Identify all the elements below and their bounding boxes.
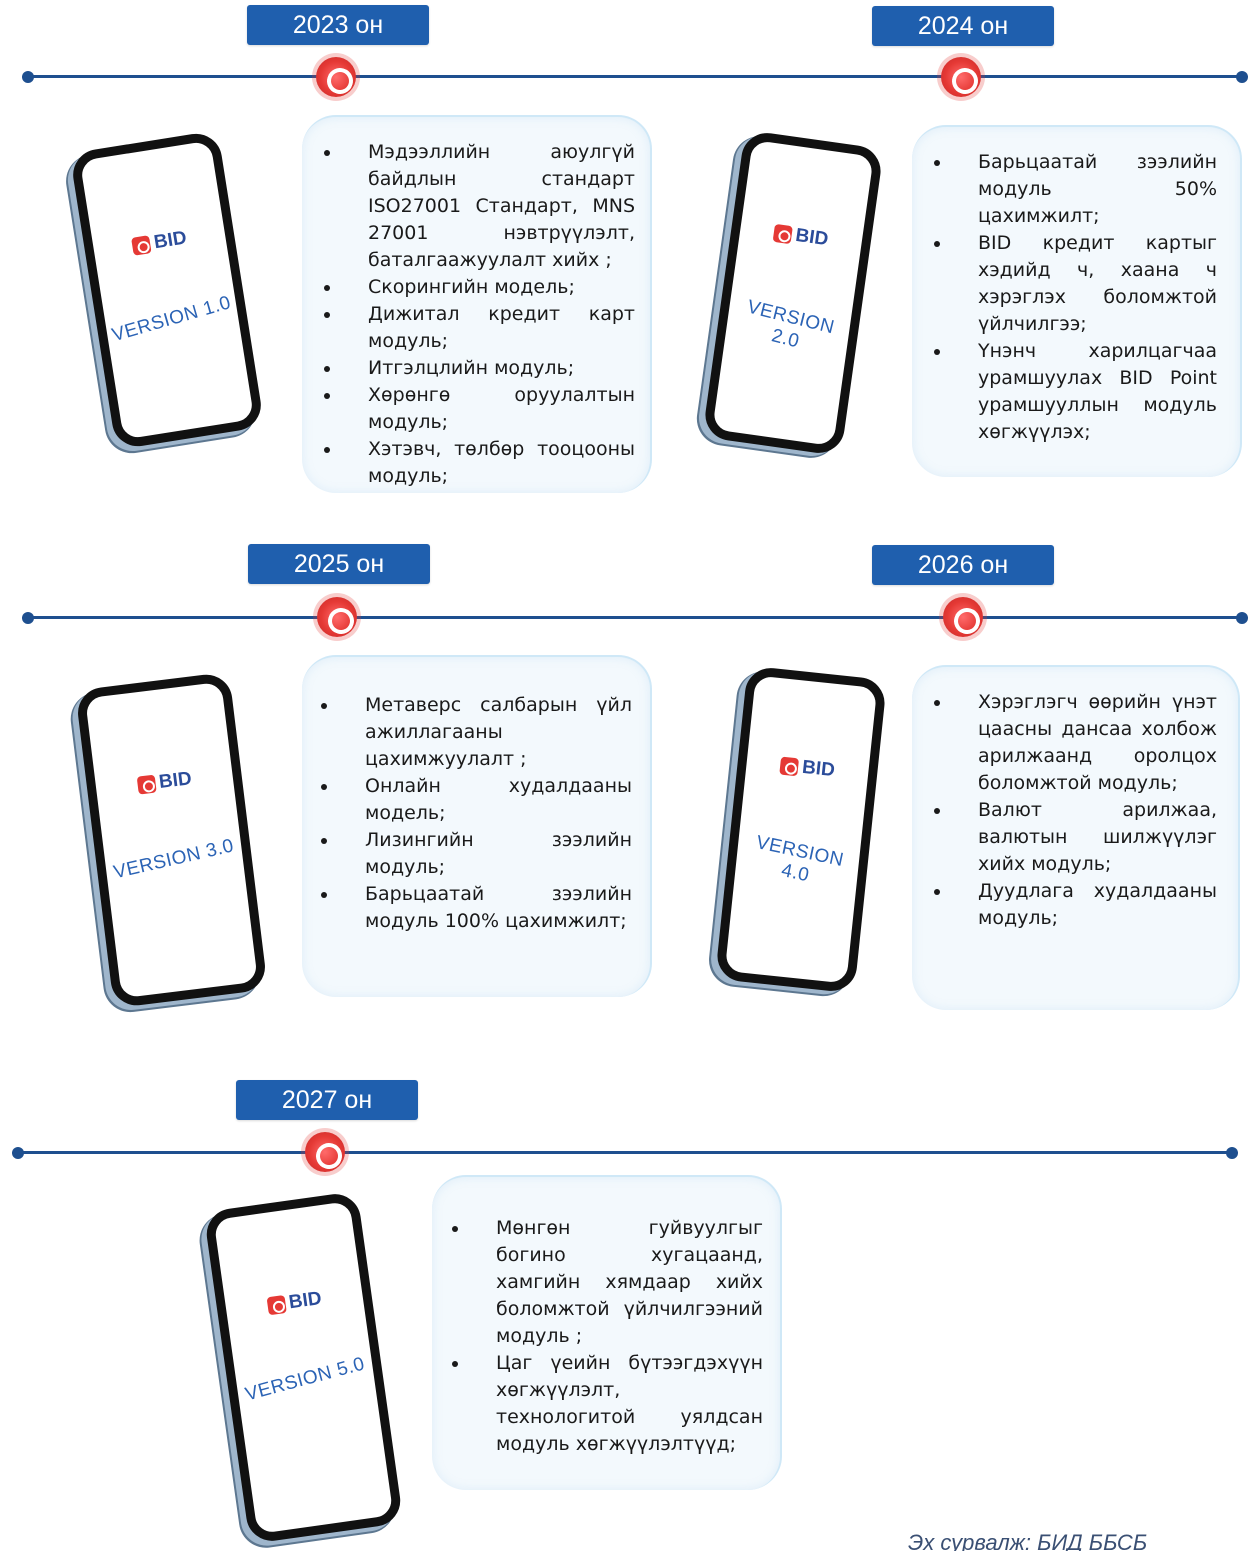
year-badge-2025: 2025 он <box>248 544 430 584</box>
feature-item: Мөнгөн гуйвуулгыг богино хугацаанд, хамг… <box>438 1215 763 1350</box>
version-label: VERSION 5.0 <box>243 1353 368 1406</box>
feature-item: Валют арилжаа, валютын шилжүүлэг хийх мо… <box>920 797 1217 878</box>
bid-logo-icon <box>772 223 793 245</box>
feature-card-2023: Мэдээллийн аюулгүй байдлын стандарт ISO2… <box>302 115 652 493</box>
feature-item: Мэдээллийн аюулгүй байдлын стандарт ISO2… <box>310 139 635 274</box>
timeline-line-1 <box>28 75 1242 78</box>
bid-logo-icon <box>266 1295 287 1316</box>
feature-item: Скорингийн модель; <box>310 274 635 301</box>
feature-list: Барьцаатай зээлийн модуль 50% цахимжилт;… <box>920 149 1217 446</box>
timeline-endpoint-right <box>1236 71 1248 83</box>
milestone-marker-icon <box>305 1132 345 1172</box>
phone-mockup-version-3: BID VERSION 3.0 <box>75 671 268 1009</box>
year-badge-2026: 2026 он <box>872 545 1054 585</box>
bid-logo-text: BID <box>287 1287 323 1314</box>
timeline-endpoint-left <box>12 1147 24 1159</box>
feature-item: Үнэнч харилцагчаа урамшуулах BID Point у… <box>920 338 1217 446</box>
milestone-marker-icon <box>943 597 983 637</box>
milestone-marker-icon <box>941 57 981 97</box>
timeline-endpoint-left <box>22 612 34 624</box>
feature-item: Хэтэвч, төлбөр тооцооны модуль; <box>310 436 635 490</box>
version-label: VERSION 4.0 <box>754 832 846 887</box>
feature-card-2025: Метаверс салбарын үйл ажиллагааны цахимж… <box>302 655 652 997</box>
bid-logo-text: BID <box>801 756 836 782</box>
timeline-endpoint-right <box>1236 612 1248 624</box>
source-note: Эх сурвалж: БИД ББСБ <box>908 1530 1148 1551</box>
bid-logo-text: BID <box>152 227 189 254</box>
feature-item: Метаверс салбарын үйл ажиллагааны цахимж… <box>307 692 632 773</box>
year-badge-2027: 2027 он <box>236 1080 418 1120</box>
phone-mockup-version-1: BID VERSION 1.0 <box>69 130 265 450</box>
feature-card-2026: Хэрэглэгч өөрийн үнэт цаасны дансаа холб… <box>912 665 1240 1010</box>
feature-item: Хэрэглэгч өөрийн үнэт цаасны дансаа холб… <box>920 689 1217 797</box>
bid-logo: BID <box>136 768 193 797</box>
phone-mockup-version-5: BID VERSION 5.0 <box>203 1190 404 1545</box>
bid-logo: BID <box>131 227 189 257</box>
feature-item: Барьцаатай зээлийн модуль 50% цахимжилт; <box>920 149 1217 230</box>
feature-item: Цаг үеийн бүтээгдэхүүн хөгжүүлэлт, техно… <box>438 1350 763 1458</box>
year-badge-2024: 2024 он <box>872 6 1054 46</box>
bid-logo-icon <box>131 235 152 256</box>
version-label: VERSION 2.0 <box>745 296 837 353</box>
feature-item: BID кредит картыг хэдийд ч, хаана ч хэрэ… <box>920 230 1217 338</box>
phone-mockup-version-4: BID VERSION 4.0 <box>714 665 888 994</box>
bid-logo-text: BID <box>794 224 830 251</box>
bid-logo: BID <box>266 1288 323 1317</box>
feature-list: Мөнгөн гуйвуулгыг богино хугацаанд, хамг… <box>438 1215 763 1458</box>
milestone-marker-icon <box>317 597 357 637</box>
phone-mockup-version-2: BID VERSION 2.0 <box>702 129 884 457</box>
version-label: VERSION 3.0 <box>111 835 236 884</box>
bid-logo-text: BID <box>157 768 193 794</box>
feature-item: Дижитал кредит карт модуль; <box>310 301 635 355</box>
feature-item: Итгэлцлийн модуль; <box>310 355 635 382</box>
bid-logo-icon <box>136 774 157 795</box>
feature-card-2027: Мөнгөн гуйвуулгыг богино хугацаанд, хамг… <box>432 1175 782 1490</box>
feature-card-2024: Барьцаатай зээлийн модуль 50% цахимжилт;… <box>912 125 1242 477</box>
year-badge-2023: 2023 он <box>247 5 429 45</box>
milestone-marker-icon <box>316 57 356 97</box>
feature-list: Мэдээллийн аюулгүй байдлын стандарт ISO2… <box>310 139 635 490</box>
feature-item: Онлайн худалдааны модель; <box>307 773 632 827</box>
feature-list: Метаверс салбарын үйл ажиллагааны цахимж… <box>307 692 632 935</box>
feature-item: Дуудлага худалдааны модуль; <box>920 878 1217 932</box>
bid-logo-icon <box>779 756 800 777</box>
feature-item: Барьцаатай зээлийн модуль 100% цахимжилт… <box>307 881 632 935</box>
feature-item: Лизингийн зээлийн модуль; <box>307 827 632 881</box>
feature-list: Хэрэглэгч өөрийн үнэт цаасны дансаа холб… <box>920 689 1217 932</box>
version-label: VERSION 1.0 <box>109 292 234 347</box>
feature-item: Хөрөнгө оруулалтын модуль; <box>310 382 635 436</box>
timeline-endpoint-left <box>22 71 34 83</box>
bid-logo: BID <box>779 755 836 783</box>
timeline-line-3 <box>18 1151 1232 1154</box>
timeline-line-2 <box>28 616 1242 619</box>
bid-logo: BID <box>772 222 830 251</box>
timeline-endpoint-right <box>1226 1147 1238 1159</box>
